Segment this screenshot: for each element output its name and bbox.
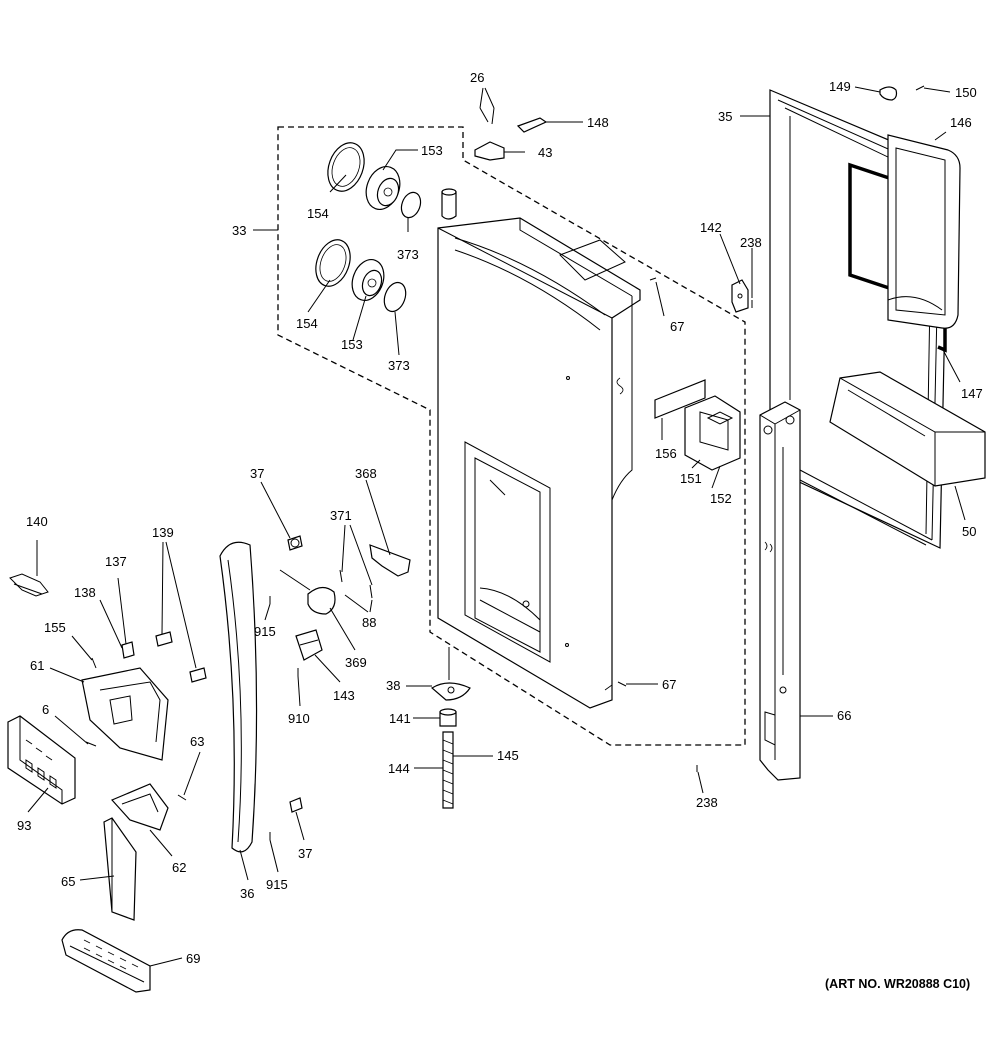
gear-assembly	[315, 142, 422, 313]
label-144: 144	[388, 761, 410, 776]
label-373-top: 373	[397, 247, 419, 262]
handle-36	[219, 541, 258, 853]
door-liner-frame	[769, 89, 986, 549]
label-152: 152	[710, 491, 732, 506]
label-37-top: 37	[250, 466, 264, 481]
label-43: 43	[538, 145, 552, 160]
label-142: 142	[700, 220, 722, 235]
label-67-top: 67	[670, 319, 684, 334]
label-143: 143	[333, 688, 355, 703]
label-37-bottom: 37	[298, 846, 312, 861]
label-67-bottom: 67	[662, 677, 676, 692]
label-93: 93	[17, 818, 31, 833]
label-238-bottom: 238	[696, 795, 718, 810]
label-368: 368	[355, 466, 377, 481]
dispenser-panel	[437, 188, 641, 709]
label-148: 148	[587, 115, 609, 130]
label-140: 140	[26, 514, 48, 529]
label-69: 69	[186, 951, 200, 966]
label-66: 66	[837, 708, 851, 723]
label-141: 141	[389, 711, 411, 726]
rail-66	[759, 401, 801, 781]
label-50: 50	[962, 524, 976, 539]
label-150: 150	[955, 85, 977, 100]
label-38: 38	[386, 678, 400, 693]
label-915-top: 915	[254, 624, 276, 639]
label-146: 146	[950, 115, 972, 130]
label-36: 36	[240, 886, 254, 901]
hinge-parts	[731, 279, 753, 313]
small-parts-149-150	[879, 85, 925, 101]
label-155: 155	[44, 620, 66, 635]
label-373-bottom: 373	[388, 358, 410, 373]
label-147: 147	[961, 386, 983, 401]
label-371: 371	[330, 508, 352, 523]
label-369: 369	[345, 655, 367, 670]
part-labels: 26 148 43 149 150 35 146 33 153 154 373 …	[17, 70, 983, 966]
label-65: 65	[61, 874, 75, 889]
label-61: 61	[30, 658, 44, 673]
label-63: 63	[190, 734, 204, 749]
left-side-parts	[7, 573, 207, 993]
label-145: 145	[497, 748, 519, 763]
label-149: 149	[829, 79, 851, 94]
label-238-top: 238	[740, 235, 762, 250]
label-33: 33	[232, 223, 246, 238]
label-88: 88	[362, 615, 376, 630]
label-156: 156	[655, 446, 677, 461]
label-153-bottom: 153	[341, 337, 363, 352]
middle-small-parts	[269, 535, 411, 840]
label-137: 137	[105, 554, 127, 569]
top-small-parts	[474, 107, 548, 161]
label-6: 6	[42, 702, 49, 717]
label-35: 35	[718, 109, 732, 124]
art-number: (ART NO. WR20888 C10)	[825, 977, 970, 991]
label-138: 138	[74, 585, 96, 600]
label-139: 139	[152, 525, 174, 540]
label-151: 151	[680, 471, 702, 486]
assembly-33-outline	[277, 126, 746, 746]
leader-lines	[27, 86, 966, 967]
label-26: 26	[470, 70, 484, 85]
label-154-top: 154	[307, 206, 329, 221]
label-915-bottom: 915	[266, 877, 288, 892]
label-153-top: 153	[421, 143, 443, 158]
label-154-bottom: 154	[296, 316, 318, 331]
label-62: 62	[172, 860, 186, 875]
cover-plates	[654, 379, 741, 471]
label-910: 910	[288, 711, 310, 726]
actuator-parts	[430, 277, 698, 809]
